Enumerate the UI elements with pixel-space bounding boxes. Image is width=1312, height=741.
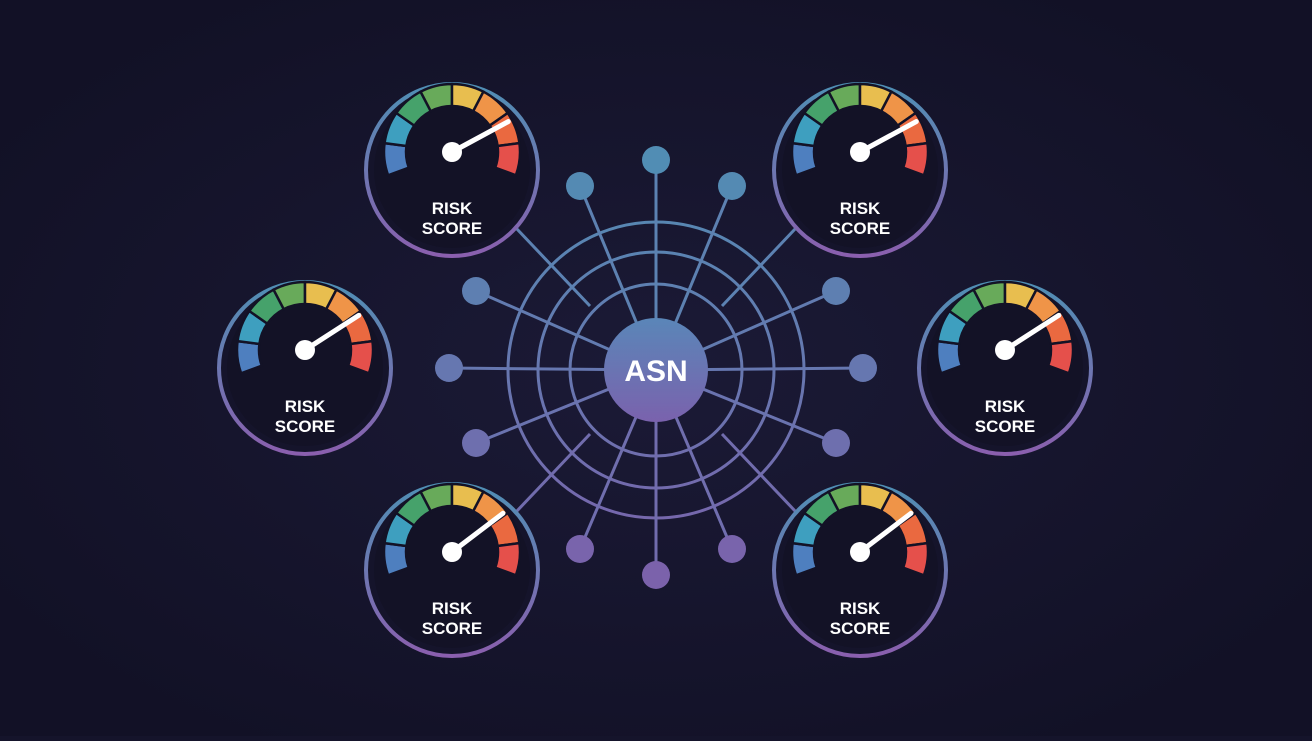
gauge-needle-hub <box>850 542 870 562</box>
network-node <box>435 354 463 382</box>
gauge-label-line1: RISK <box>985 397 1026 416</box>
network-node <box>566 535 594 563</box>
network-node <box>849 354 877 382</box>
risk-gauges: RISKSCORERISKSCORERISKSCORERISKSCORERISK… <box>217 82 1093 658</box>
network-node <box>642 146 670 174</box>
gauge-label-line2: SCORE <box>830 619 890 638</box>
gauge-face <box>374 492 530 648</box>
gauge-label-line1: RISK <box>432 199 473 218</box>
gauge-needle-hub <box>295 340 315 360</box>
gauge-face <box>927 290 1083 446</box>
gauge-connector <box>514 432 592 514</box>
gauge-band <box>493 141 522 177</box>
gauge-connector <box>720 226 798 308</box>
network-node <box>822 429 850 457</box>
gauge-face <box>782 492 938 648</box>
gauge-label-line1: RISK <box>432 599 473 618</box>
gauge-connector <box>720 432 798 514</box>
network-node <box>718 172 746 200</box>
network-node <box>718 535 746 563</box>
gauge-needle-hub <box>995 340 1015 360</box>
gauge-label-line2: SCORE <box>422 219 482 238</box>
gauge-needle-hub <box>442 142 462 162</box>
gauge-band <box>1046 339 1075 375</box>
network-node <box>462 277 490 305</box>
gauge-label-line1: RISK <box>285 397 326 416</box>
network-node <box>566 172 594 200</box>
network-node <box>822 277 850 305</box>
asn-hub-node: ASN <box>604 318 708 422</box>
gauge-needle <box>449 119 511 155</box>
gauge-band <box>901 141 930 177</box>
gauge-needle <box>857 510 914 555</box>
gauge-needle <box>857 119 919 155</box>
gauge-band <box>346 339 375 375</box>
asn-hub-label: ASN <box>624 355 687 388</box>
gauge-label-line2: SCORE <box>275 417 335 436</box>
gauge-label-line1: RISK <box>840 599 881 618</box>
gauge-label-line2: SCORE <box>422 619 482 638</box>
gauge-connector <box>514 226 592 308</box>
network-node <box>462 429 490 457</box>
gauge-face <box>227 290 383 446</box>
gauge-label-line2: SCORE <box>830 219 890 238</box>
gauge-band <box>493 541 522 577</box>
gauge-needle-hub <box>850 142 870 162</box>
gauge-needle <box>1002 312 1062 353</box>
gauge-label-line2: SCORE <box>975 417 1035 436</box>
gauge-needle <box>302 312 362 353</box>
gauge-needle <box>449 510 506 555</box>
gauge-needle-hub <box>442 542 462 562</box>
gauge-band <box>901 541 930 577</box>
network-node <box>642 561 670 589</box>
gauge-label-line1: RISK <box>840 199 881 218</box>
